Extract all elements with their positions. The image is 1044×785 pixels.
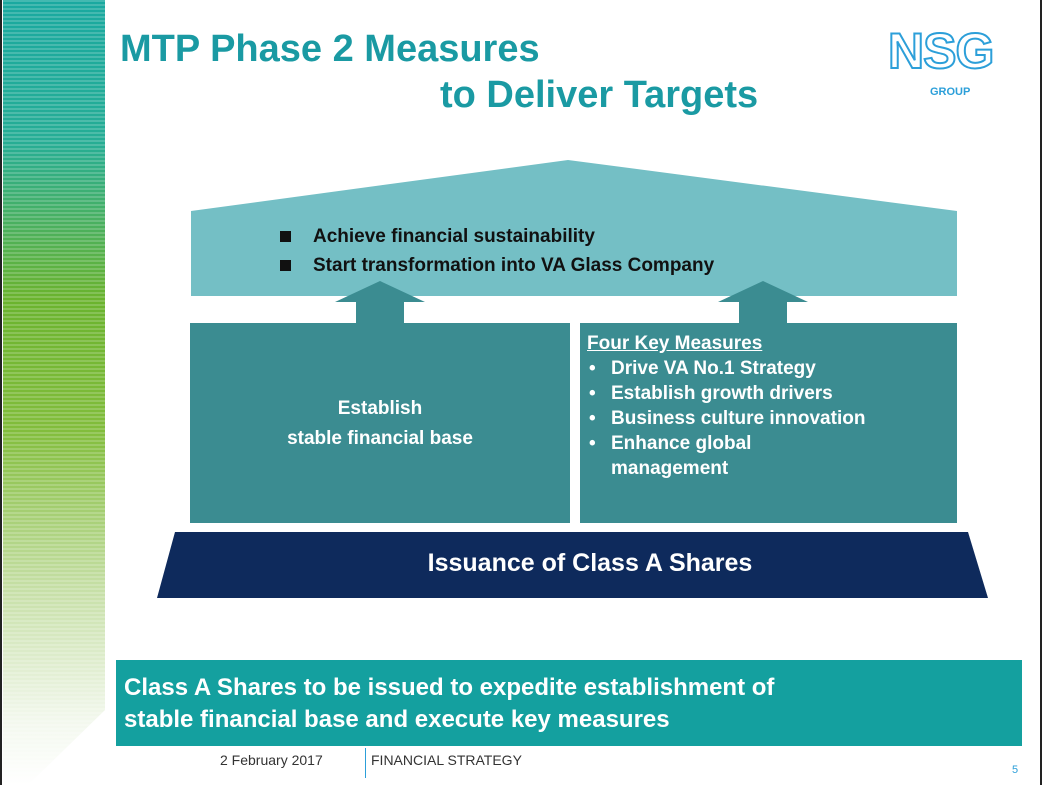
left-pillar-text: Establish stable financial base [190, 394, 570, 454]
logo-subtext: GROUP [930, 86, 971, 98]
roof-goal-item: Start transformation into VA Glass Compa… [276, 251, 714, 280]
left-pillar [190, 323, 570, 523]
measure-item: • Business culture innovation [587, 406, 981, 431]
frame-right-border [1040, 0, 1042, 785]
frame-left-border [0, 0, 2, 785]
measure-text: Enhance global management [611, 433, 752, 479]
up-arrow-right [718, 281, 808, 323]
summary-banner-text: Class A Shares to be issued to expedite … [124, 672, 774, 736]
summary-banner: Class A Shares to be issued to expedite … [116, 660, 1022, 746]
nsg-group-logo: NSG GROUP [887, 23, 995, 106]
bullet-icon: • [589, 383, 596, 404]
roof-shape [191, 160, 957, 296]
footer-date: 2 February 2017 [220, 752, 323, 768]
measure-text: Drive VA No.1 Strategy [611, 358, 816, 379]
roof-goal-text: Achieve financial sustainability [313, 226, 595, 247]
page-number: 5 [1012, 764, 1019, 776]
key-measures-list: Four Key Measures • Drive VA No.1 Strate… [587, 331, 981, 481]
left-pillar-line-1: Establish [337, 398, 423, 419]
slide-title-line-1: MTP Phase 2 Measures [120, 28, 540, 70]
left-pillar-line-2: stable financial base [287, 428, 473, 449]
measure-item: • Enhance global management [587, 431, 981, 481]
summary-line-1: Class A Shares to be issued to expedite … [124, 674, 775, 701]
roof-goals-list: Achieve financial sustainability Start t… [276, 222, 714, 280]
decorative-side-bar [3, 0, 105, 785]
footer-divider [365, 748, 366, 778]
measure-text: Business culture innovation [611, 408, 866, 429]
slide-title-line-2: to Deliver Targets [440, 74, 759, 116]
roof-goal-item: Achieve financial sustainability [276, 222, 714, 251]
summary-line-2: stable financial base and execute key me… [124, 706, 670, 733]
footer-section-label: FINANCIAL STRATEGY [371, 752, 522, 768]
roof-goal-text: Start transformation into VA Glass Compa… [313, 255, 715, 276]
up-arrow-left [335, 281, 425, 323]
measure-item: • Establish growth drivers [587, 381, 981, 406]
logo-wordmark: NSG [887, 23, 995, 79]
bullet-icon: • [589, 433, 596, 454]
right-pillar [580, 323, 957, 523]
measure-text: Establish growth drivers [611, 383, 833, 404]
key-measures-heading: Four Key Measures [587, 333, 763, 354]
bullet-icon: • [589, 358, 596, 379]
square-bullet-icon [280, 260, 291, 271]
bullet-icon: • [589, 408, 596, 429]
measure-item: • Drive VA No.1 Strategy [587, 356, 981, 381]
base-label: Issuance of Class A Shares [427, 549, 753, 577]
base-platform [157, 532, 988, 598]
square-bullet-icon [280, 231, 291, 242]
